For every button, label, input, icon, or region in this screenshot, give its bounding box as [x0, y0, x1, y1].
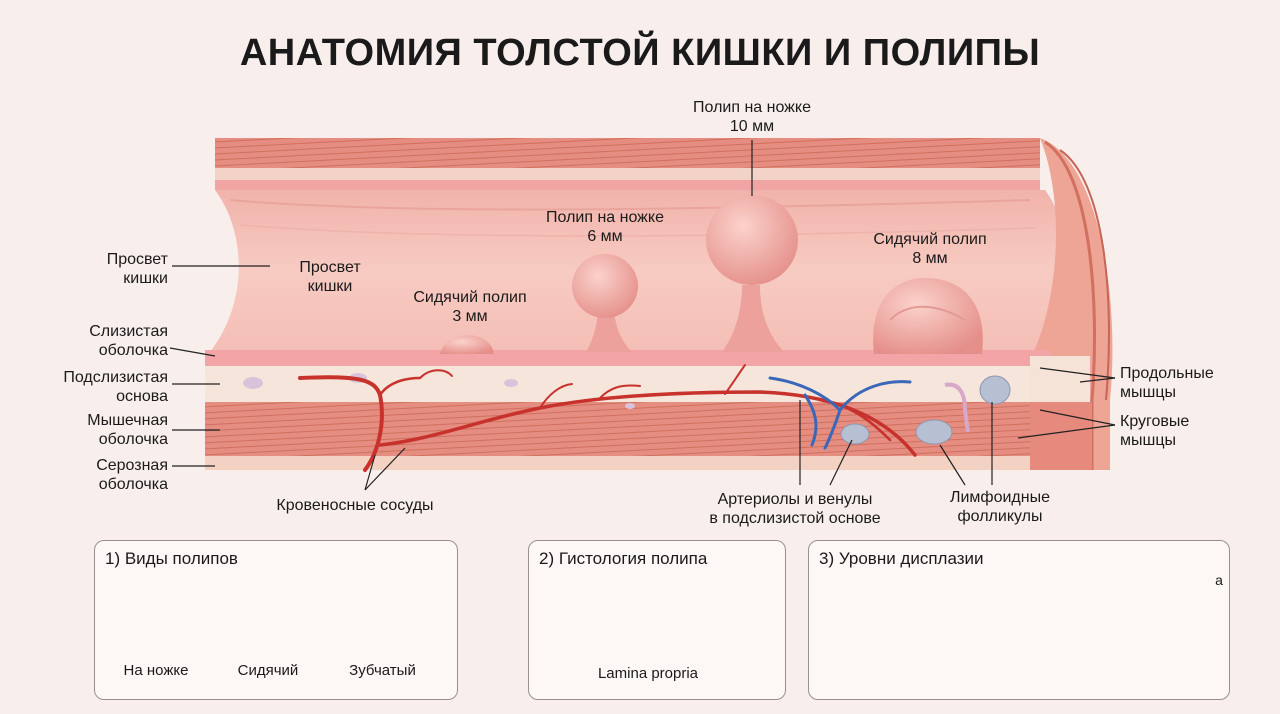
caption-serrated: Зубчатый: [349, 662, 416, 679]
stray-text: a: [1215, 572, 1223, 588]
panel-histology: 2) Гистология полипа: [528, 540, 786, 700]
panel-title-polyp-types: 1) Виды полипов: [105, 549, 238, 568]
page-title: АНАТОМИЯ ТОЛСТОЙ КИШКИ И ПОЛИПЫ: [239, 32, 1041, 74]
serosa-layer: [205, 456, 1030, 470]
polyp-sessile-8mm: [873, 278, 983, 354]
mucosa-layer: [205, 350, 1050, 366]
label-lamina-propria: Lamina propria: [597, 665, 699, 682]
lymphoid-follicle: [979, 375, 1011, 405]
lymphoid-follicle: [840, 423, 870, 445]
polyp-pedunculated-10mm: [706, 195, 798, 352]
polyp-pedunculated-6mm: [572, 254, 638, 352]
caption-pedunculated: На ножке: [123, 662, 189, 679]
label-blood-vessels: Кровеносные сосуды: [276, 497, 434, 514]
panel-polyp-types: 1) Виды полипов: [94, 540, 458, 700]
caption-sessile: Сидячий: [237, 662, 299, 679]
polyp-sessile-3mm: [440, 335, 494, 354]
venules: [768, 376, 912, 450]
panel-title-histology: 2) Гистология полипа: [539, 549, 708, 568]
lumen: [210, 190, 1069, 352]
blood-vessels: [298, 364, 917, 472]
lymphoid-follicle: [915, 419, 953, 445]
muscularis-layer: [205, 402, 1030, 456]
panel-dysplasia: 3) Уровни дисплазии: [808, 540, 1230, 700]
submucosa-layer: [205, 366, 1030, 402]
panel-title-dysplasia: 3) Уровни дисплазии: [819, 549, 984, 568]
